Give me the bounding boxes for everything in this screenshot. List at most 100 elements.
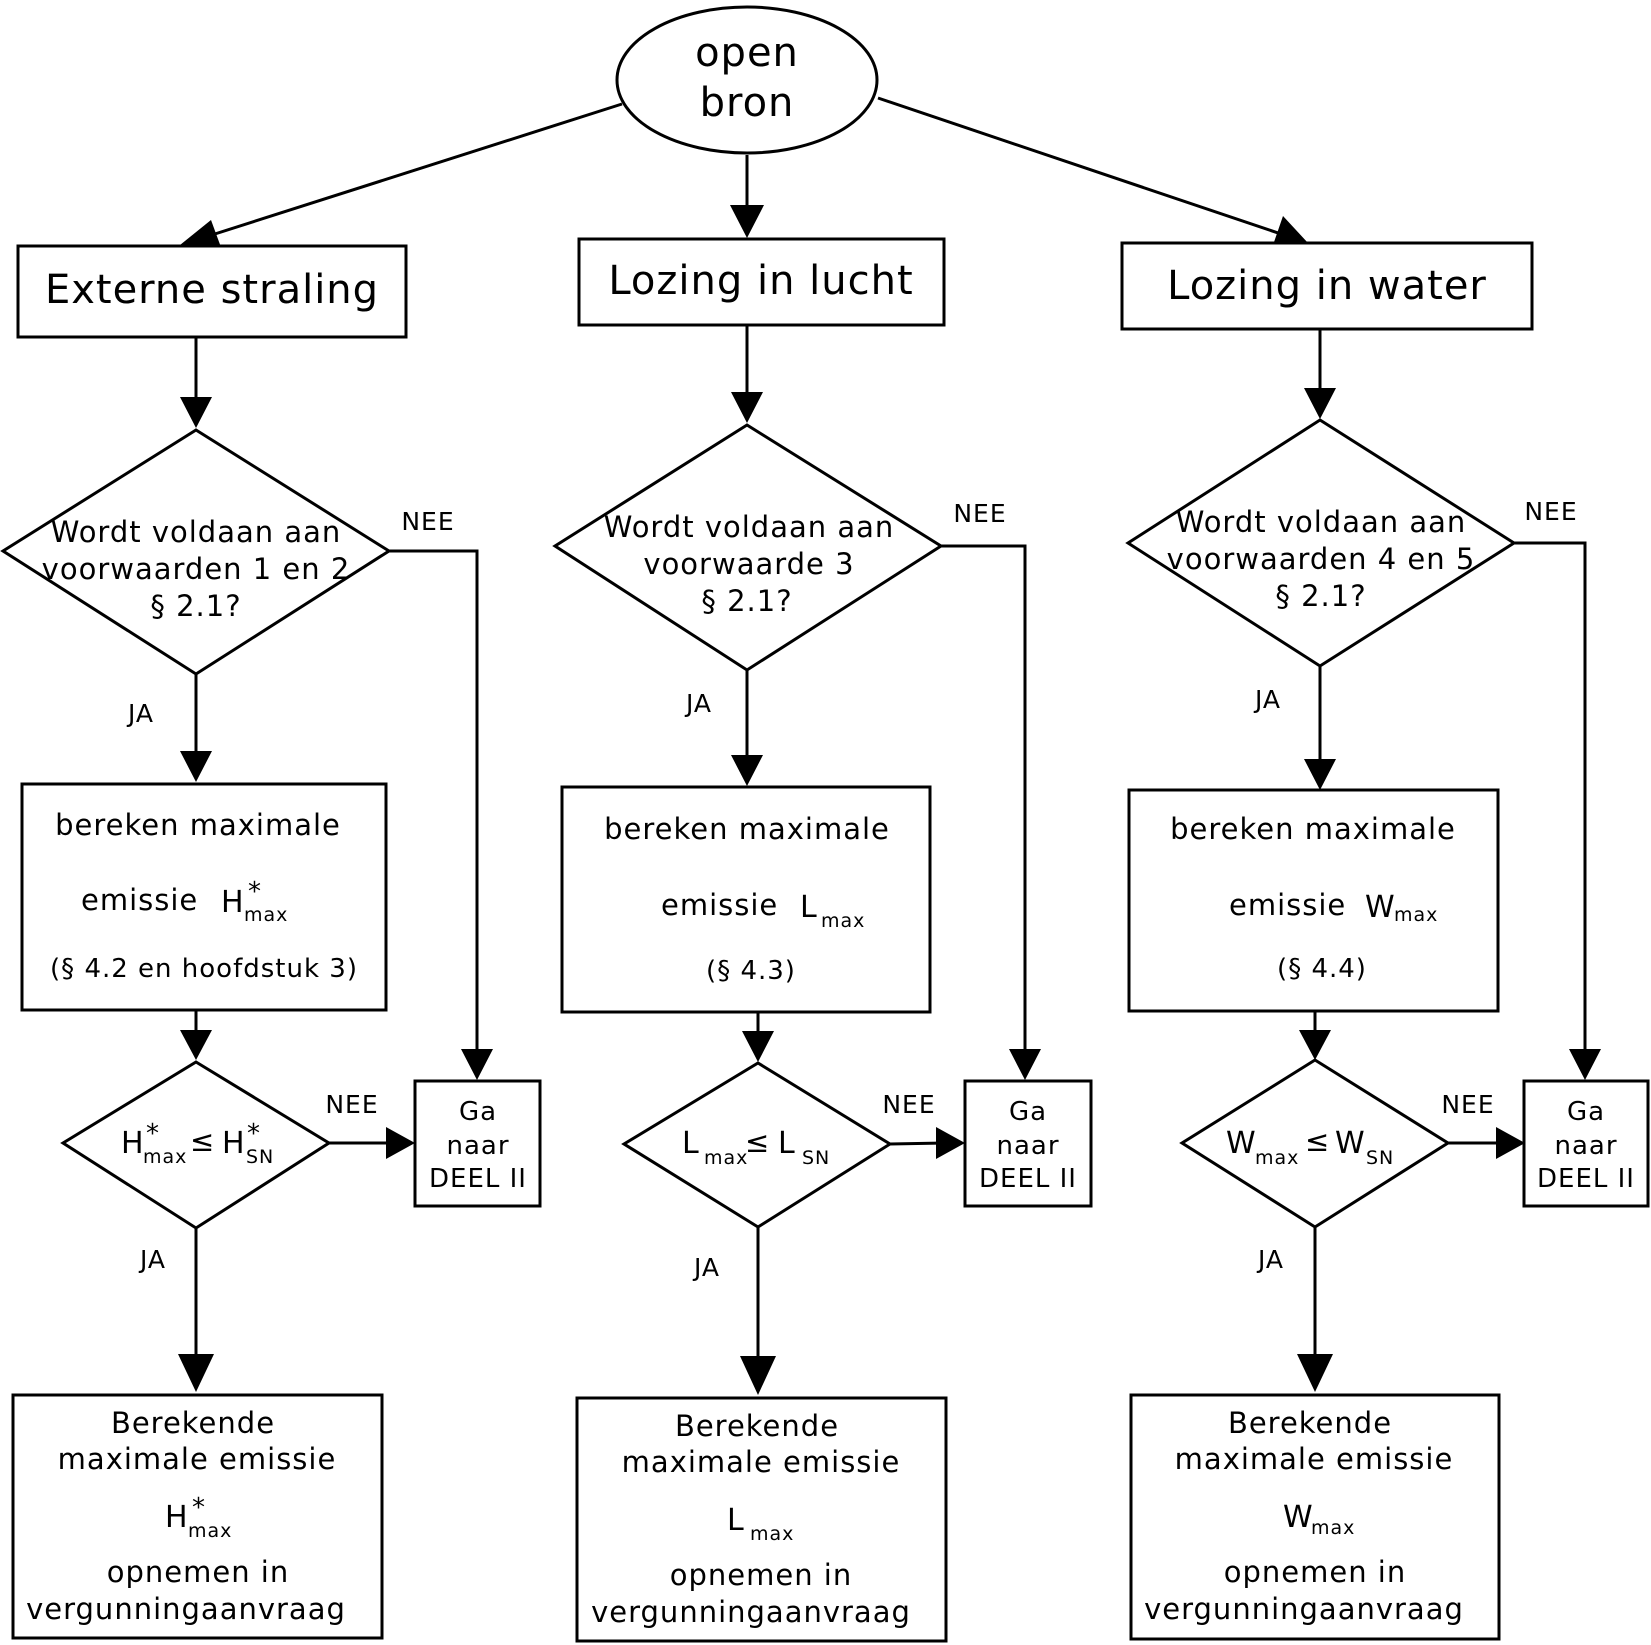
yes-label: JA — [138, 1245, 166, 1274]
arrowhead-icon — [1273, 216, 1308, 245]
yes-label: JA — [684, 689, 712, 718]
arrowhead-icon — [461, 1049, 493, 1080]
calc-box — [20, 782, 388, 1012]
result-symbol: L — [727, 1503, 745, 1538]
arrowhead-icon — [1297, 1354, 1333, 1392]
compare-right: W — [1335, 1126, 1366, 1161]
column-lozing-in-water: Lozing in water Wordt voldaan aan voorwa… — [1120, 241, 1650, 1641]
no-label: NEE — [882, 1090, 935, 1119]
start-line-1: open — [695, 30, 799, 76]
compare-left-sub: max — [143, 1146, 187, 1168]
compare-right-sub: SN — [802, 1147, 830, 1169]
goto-line-3: DEEL II — [1537, 1164, 1635, 1194]
arrowhead-icon — [180, 751, 212, 782]
compare-right: H — [222, 1126, 246, 1161]
calc-line-1: bereken maximale — [55, 808, 341, 842]
calc-star: * — [248, 877, 262, 907]
result-line-2: maximale emissie — [58, 1442, 337, 1476]
result-sub: max — [1311, 1517, 1355, 1539]
condition-line-2: voorwaarden 4 en 5 — [1167, 542, 1476, 576]
goto-box — [413, 1079, 542, 1208]
condition-line-3: § 2.1? — [150, 589, 241, 623]
goto-line-1: Ga — [1567, 1097, 1605, 1127]
goto-line-3: DEEL II — [429, 1164, 527, 1194]
calc-symbol: W — [1365, 890, 1396, 925]
goto-box — [963, 1079, 1093, 1208]
result-box — [575, 1396, 948, 1643]
column-externe-straling: Externe straling Wordt voldaan aan voorw… — [0, 244, 542, 1640]
goto-line-2: naar — [1554, 1131, 1617, 1161]
arrowhead-icon — [742, 1031, 774, 1062]
result-star: * — [192, 1493, 206, 1523]
condition-line-2: voorwaarden 1 en 2 — [42, 552, 351, 586]
yes-label: JA — [126, 699, 154, 728]
arrowhead-icon — [180, 397, 212, 428]
header-label: Lozing in water — [1167, 263, 1487, 309]
compare-right: L — [778, 1126, 796, 1161]
start-node: open bron — [615, 5, 879, 155]
no-label: NEE — [401, 507, 454, 536]
arrowhead-icon — [180, 1030, 212, 1060]
no-label: NEE — [953, 499, 1006, 528]
arrowhead-icon — [1304, 388, 1336, 419]
calc-emission-word: emissie — [661, 888, 778, 922]
calc-sub: max — [1394, 904, 1438, 926]
start-ellipse — [615, 5, 879, 155]
calc-sub: max — [244, 904, 288, 926]
result-line-2: maximale emissie — [1175, 1442, 1454, 1476]
goto-line-3: DEEL II — [979, 1164, 1077, 1194]
compare-left-sub: max — [704, 1147, 748, 1169]
condition-line-2: voorwaarde 3 — [643, 547, 854, 581]
result-sub: max — [750, 1523, 794, 1545]
compare-right-star: * — [247, 1119, 261, 1149]
result-line-2: maximale emissie — [622, 1445, 901, 1479]
header-box — [577, 237, 946, 327]
yes-label: JA — [1256, 1245, 1284, 1274]
header-label: Lozing in lucht — [608, 258, 913, 304]
result-line-1: Berekende — [1228, 1406, 1392, 1440]
condition-line-3: § 2.1? — [1275, 579, 1366, 613]
calc-box — [1127, 788, 1500, 1013]
calc-ref: (§ 4.4) — [1277, 954, 1367, 984]
result-symbol: H — [165, 1500, 189, 1535]
calc-emission-word: emissie — [1229, 888, 1346, 922]
compare-operator: ≤ — [190, 1124, 215, 1158]
calc-ref: (§ 4.3) — [706, 956, 796, 986]
arrowhead-icon — [731, 392, 763, 423]
arrowhead-icon — [740, 1356, 776, 1395]
arrowhead-icon — [936, 1127, 965, 1159]
result-box — [1129, 1393, 1501, 1641]
calc-box — [560, 785, 932, 1014]
arrowhead-icon — [1304, 759, 1336, 790]
start-line-2: bron — [700, 80, 795, 126]
no-label: NEE — [325, 1090, 378, 1119]
arrowhead-icon — [730, 205, 764, 238]
arrowhead-icon — [1569, 1049, 1601, 1080]
condition-line-1: Wordt voldaan aan — [51, 515, 342, 549]
result-line-1: Berekende — [111, 1406, 275, 1440]
start-connectors — [180, 96, 1308, 250]
arrowhead-icon — [731, 755, 763, 786]
goto-line-2: naar — [446, 1131, 509, 1161]
condition-line-3: § 2.1? — [701, 584, 792, 618]
result-line-4: opnemen in — [1224, 1555, 1407, 1589]
calc-sub: max — [821, 910, 865, 932]
result-line-5: vergunningaanvraag — [1144, 1592, 1464, 1626]
goto-line-1: Ga — [459, 1097, 497, 1127]
no-label: NEE — [1441, 1090, 1494, 1119]
header-box — [16, 244, 408, 339]
calc-emission-word: emissie — [81, 883, 198, 917]
compare-right-sub: SN — [246, 1146, 274, 1168]
result-line-4: opnemen in — [107, 1555, 290, 1589]
calc-symbol: L — [800, 890, 818, 925]
header-box — [1120, 241, 1534, 331]
header-label: Externe straling — [45, 267, 379, 313]
compare-operator: ≤ — [745, 1125, 770, 1159]
arrowhead-icon — [178, 1354, 214, 1392]
compare-left-sub: max — [1255, 1147, 1299, 1169]
no-label: NEE — [1524, 497, 1577, 526]
calc-line-1: bereken maximale — [604, 812, 890, 846]
goto-line-1: Ga — [1009, 1097, 1047, 1127]
arrowhead-icon — [1496, 1127, 1525, 1159]
